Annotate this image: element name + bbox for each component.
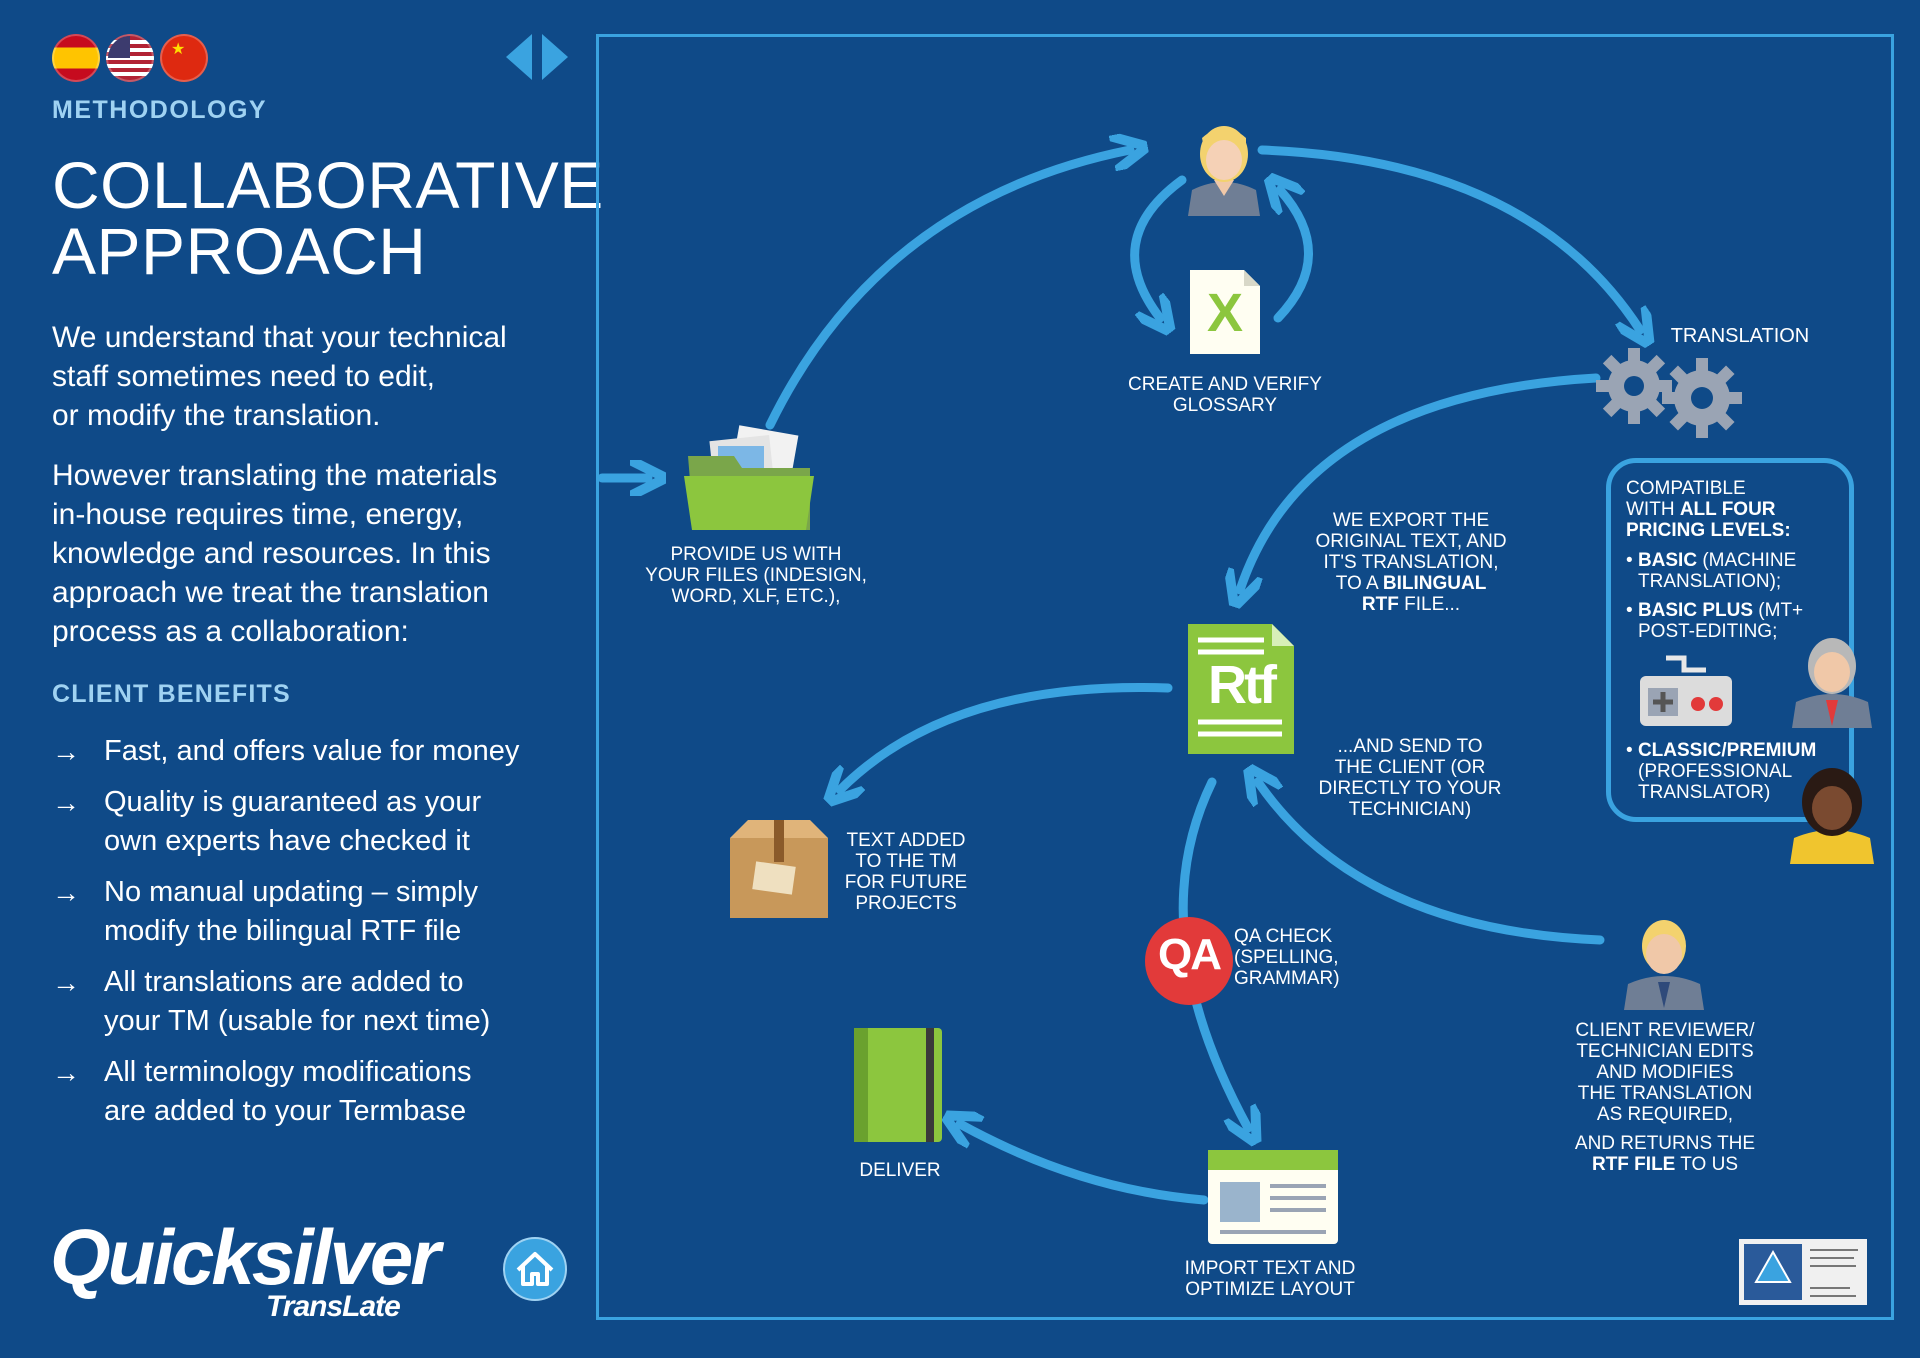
body-line: in-house requires time, energy, — [52, 498, 464, 531]
reviewer-old-avatar-icon — [1792, 638, 1872, 728]
arrow-right-icon: → — [52, 877, 80, 908]
intro-line: staff sometimes need to edit, — [52, 360, 435, 393]
prev-page-arrow-icon[interactable] — [504, 32, 534, 82]
pricing-basic: • BASIC (MACHINE TRANSLATION); — [1626, 550, 1797, 592]
qa-badge-icon — [1145, 917, 1233, 1005]
spain-flag-icon[interactable] — [52, 34, 100, 82]
arrow-right-icon: → — [52, 787, 80, 818]
intro-paragraph: We understand that your technical staff … — [52, 318, 542, 435]
translator-woman-avatar-icon — [1790, 768, 1874, 864]
qa-badge-text: QA — [1158, 930, 1222, 979]
body-line: approach we treat the translation — [52, 576, 489, 609]
translation-label: TRANSLATION — [1670, 325, 1810, 347]
intro-line: We understand that your technical — [52, 321, 507, 354]
glossary-spreadsheet-icon — [1190, 270, 1260, 354]
usa-flag-icon[interactable] — [106, 34, 154, 82]
benefits-list: →Fast, and offers value for money →Quali… — [52, 732, 552, 1143]
pricing-classic: • CLASSIC/PREMIUM (PROFESSIONAL TRANSLAT… — [1626, 740, 1817, 803]
section-kicker: METHODOLOGY — [52, 96, 268, 124]
diagram-frame — [596, 34, 1894, 1320]
pricing-intro: COMPATIBLE WITH ALL FOUR PRICING LEVELS: — [1626, 478, 1791, 541]
arrow-right-icon: → — [52, 1057, 80, 1088]
layout-document-icon — [1208, 1150, 1338, 1244]
benefit-item: →Fast, and offers value for money — [52, 732, 552, 771]
qa-check-label: QA CHECK(SPELLING,GRAMMAR) — [1234, 926, 1340, 989]
tm-box-icon — [730, 820, 828, 918]
next-page-arrow-icon[interactable] — [540, 32, 570, 82]
quicksilver-logo-subtitle: TransLate — [266, 1290, 401, 1323]
client-reviewer-avatar-icon — [1624, 920, 1704, 1010]
page-title: COLLABORATIVE APPROACH — [52, 152, 604, 284]
controller-icon — [1640, 655, 1732, 726]
arrow-right-icon: → — [52, 967, 80, 998]
pricing-levels-box — [1606, 458, 1854, 822]
body-paragraph: However translating the materials in-hou… — [52, 456, 542, 651]
intro-line: or modify the translation. — [52, 399, 381, 432]
arrow-right-icon: → — [52, 736, 80, 767]
deliver-book-icon — [854, 1028, 942, 1142]
folder-files-icon — [684, 425, 814, 530]
quicksilver-logo[interactable]: Quicksilver — [50, 1213, 441, 1301]
body-line: process as a collaboration: — [52, 615, 409, 648]
pricing-basic-plus: • BASIC PLUS (MT+ POST-EDITING; — [1626, 600, 1804, 642]
glossary-icon-letter: X — [1206, 283, 1244, 343]
title-line-1: COLLABORATIVE — [52, 148, 604, 222]
home-button[interactable] — [502, 1236, 568, 1302]
china-flag-icon[interactable]: ★ — [160, 34, 208, 82]
deliver-label: DELIVER — [859, 1160, 941, 1181]
translator-avatar-icon — [1188, 126, 1260, 216]
title-line-2: APPROACH — [52, 214, 427, 288]
gears-icon — [1596, 348, 1742, 438]
iso-certification-badge-icon — [1739, 1239, 1867, 1305]
body-line: However translating the materials — [52, 459, 498, 492]
body-line: knowledge and resources. In this — [52, 537, 491, 570]
benefits-title: CLIENT BENEFITS — [52, 680, 291, 708]
rtf-icon-text: Rtf — [1208, 655, 1277, 715]
rtf-document-icon — [1188, 624, 1294, 754]
